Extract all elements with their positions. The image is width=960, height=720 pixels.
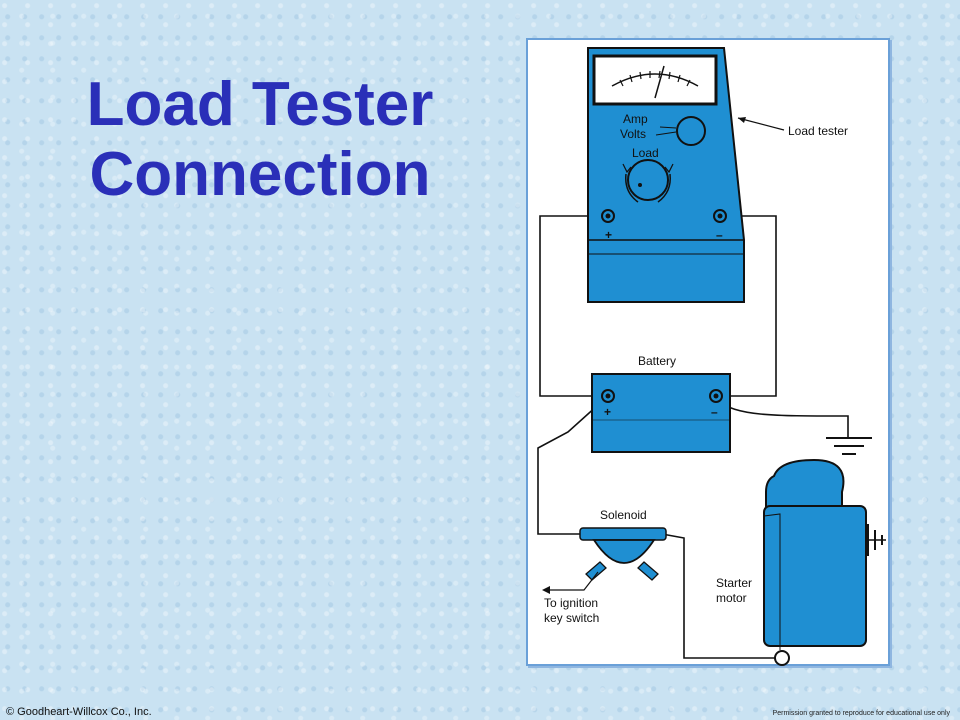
tester-minus-sign: – [716, 228, 723, 242]
solenoid [579, 527, 667, 581]
load-tester-leader [737, 117, 785, 131]
ignition-label-line1: To ignition [544, 596, 598, 610]
tester-positive-wire [539, 215, 608, 397]
battery-label: Battery [638, 354, 676, 368]
copyright-notice: © Goodheart-Willcox Co., Inc. [6, 706, 152, 718]
battery-to-solenoid-wire [537, 395, 609, 535]
starter-label-line2: motor [716, 591, 747, 605]
battery: + – [591, 373, 731, 453]
solenoid-left-stud [585, 561, 607, 581]
title-line-1: Load Tester [86, 70, 434, 139]
battery-plus-sign: + [604, 405, 611, 419]
slide-title: Load Tester Connection [30, 70, 490, 210]
load-tester-label: Load tester [788, 124, 848, 138]
wiring-diagram: Amp Volts Load + – Load tester Battery [537, 47, 886, 666]
solenoid-label: Solenoid [600, 508, 647, 522]
permission-notice: Permission granted to reproduce for educ… [772, 710, 950, 717]
battery-minus-sign: – [711, 405, 718, 419]
load-tester: Amp Volts Load + – [587, 47, 745, 303]
gauge-needle [654, 65, 665, 99]
battery-ground-icon [826, 437, 872, 455]
starter-terminal [774, 650, 790, 666]
load-label: Load [632, 146, 659, 160]
starter-motor [763, 458, 867, 666]
gauge-ticks [619, 70, 691, 87]
solenoid-right-stud [637, 561, 659, 581]
load-control-knob [627, 159, 669, 201]
starter-ground-icon [867, 524, 883, 556]
ignition-label-line2: key switch [544, 611, 599, 625]
amp-volts-selector-knob [676, 116, 706, 146]
volts-label: Volts [620, 127, 646, 141]
ignition-leader [546, 571, 599, 591]
solenoid-to-starter-wire [661, 533, 776, 659]
tester-negative-wire [716, 215, 777, 397]
amp-label: Amp [623, 112, 648, 126]
tester-plus-sign: + [605, 228, 612, 242]
load-tester-arrow-icon [738, 117, 746, 123]
starter-label-line1: Starter [716, 576, 752, 590]
ignition-arrow-icon [542, 586, 550, 594]
battery-ground-wire [715, 399, 849, 438]
title-line-2: Connection [89, 140, 431, 209]
diagram-panel: Amp Volts Load + – Load tester Battery [526, 38, 890, 666]
